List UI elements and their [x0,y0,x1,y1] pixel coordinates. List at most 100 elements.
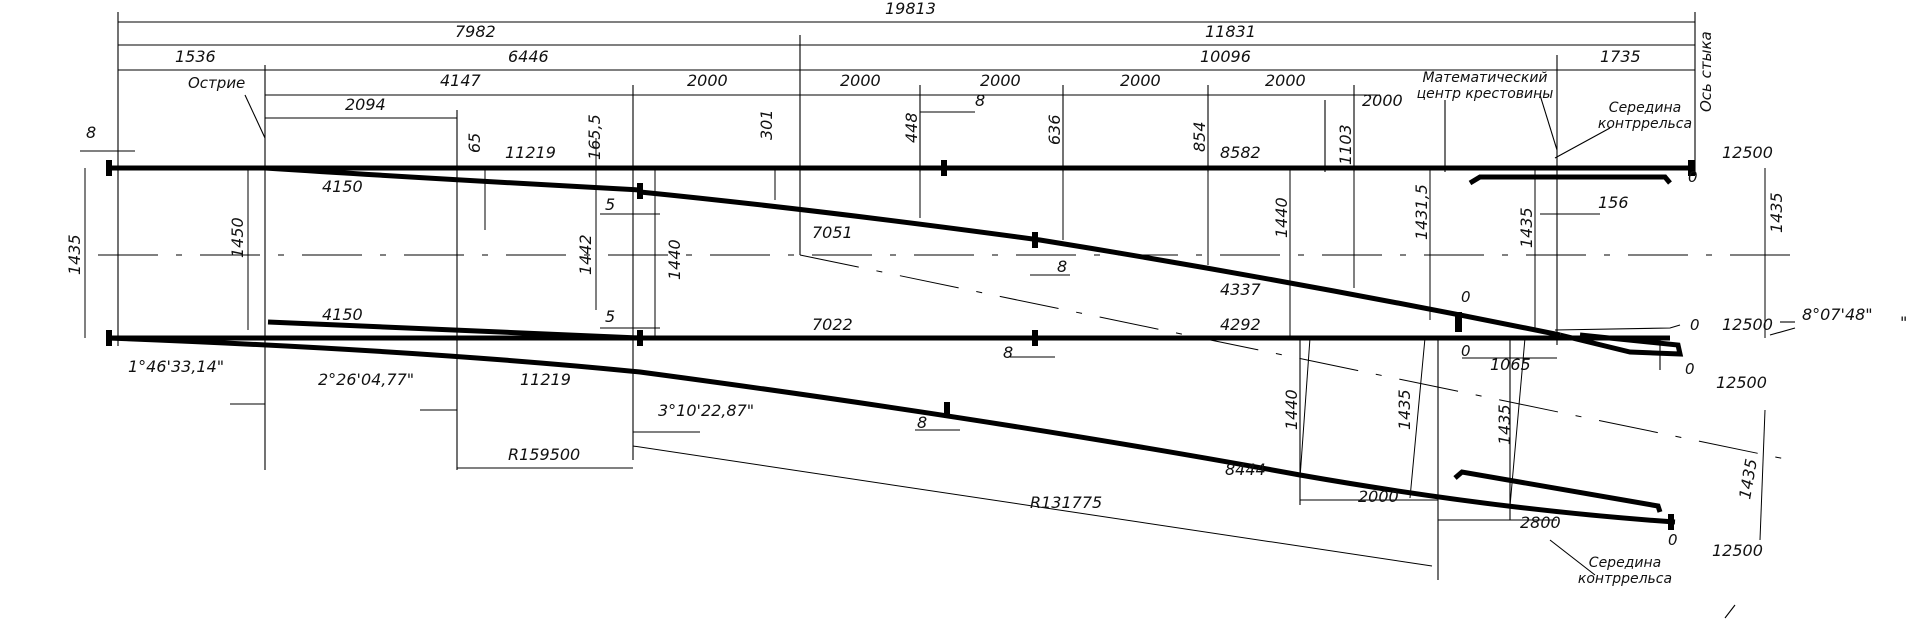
dim-1440-c: 1440 [1282,389,1301,430]
label-8-bottom: 8 [917,413,927,432]
joint-marker [941,160,947,176]
dim-mid-label: 6446 [508,47,549,66]
dim-right-part-label: 11831 [1205,22,1256,41]
rail-closure-curve-top [639,189,1561,338]
angle-2: 2°26'04,77" [318,370,414,389]
dim-1435-c: 1435 [1395,389,1414,430]
math-center-label: Математический центр крестовины [1416,70,1554,102]
dim-448: 448 [902,112,921,143]
joint-marker [1032,232,1038,248]
rails [106,160,1695,530]
label-zero: 0 [1461,288,1471,306]
dim-1450: 1450 [228,217,247,258]
label-8444: 8444 [1225,460,1266,479]
dim-2000-a-label: 2000 [687,71,728,90]
label-12500-b: 12500 [1722,315,1773,334]
guard-mid-top-box: Середина контррельса [1597,100,1693,132]
dim-1440-b: 1440 [1272,197,1291,238]
label-4150-bot: 4150 [322,305,363,324]
dim-854: 854 [1190,121,1209,152]
guard-mid-bottom-label: Середина контррельса [1577,555,1673,587]
joint-marker [106,160,112,176]
dim-1103: 1103 [1336,124,1355,165]
label-zero: 0 [1685,360,1695,378]
point-label: Острие [188,74,245,92]
label-4150-top: 4150 [322,177,363,196]
dim-2000-c-label: 2000 [980,71,1021,90]
dim-1431-5: 1431,5 [1412,184,1431,240]
guard-mid-bottom-box: Середина контррельса [1577,555,1673,587]
joint-marker [944,402,950,418]
joint-marker [1032,330,1038,346]
label-8-mid: 8 [1057,257,1067,276]
dim-165-5: 165,5 [585,114,604,160]
dim-1440-a: 1440 [665,239,684,280]
dim-65: 65 [465,133,484,153]
label-1065: 1065 [1490,355,1531,374]
dim-1435-e: 1435 [1735,457,1761,500]
dim-tail-label: 1735 [1600,47,1641,66]
label-4292: 4292 [1220,315,1261,334]
angle-4: 8°07'48" [1802,305,1873,324]
label-12500-d: 12500 [1712,541,1763,560]
label-156: 156 [1598,193,1629,212]
label-zero: 0 [1690,316,1700,334]
label-8582: 8582 [1220,143,1261,162]
math-center-label-box: Математический центр крестовины [1416,70,1554,102]
label-2800: 2800 [1520,513,1561,532]
radius-1: R159500 [508,445,580,464]
dim-1435-mid: 1435 [1517,207,1536,248]
frog-nose [1555,332,1684,357]
dim-4147-label: 4147 [440,71,482,90]
angle-3: 3°10'22,87" [658,401,754,420]
dim-2000-b-label: 2000 [840,71,881,90]
guard-rail-top [1468,174,1672,186]
dim-1435-left: 1435 [65,234,84,275]
vertical-dimension-lines [84,138,1766,541]
label-7022: 7022 [812,315,853,334]
diverging-centerline [799,254,1791,461]
dim-2000-e-label: 2000 [1265,71,1306,90]
guard-mid-top-label: Середина контррельса [1597,100,1693,132]
dim-total-label: 19813 [885,0,936,18]
label-5-b: 5 [605,307,615,326]
label-5-a: 5 [605,195,615,214]
joint-marker [1668,514,1674,530]
leader-lines [244,94,1796,619]
dim-1435-d: 1435 [1495,404,1514,445]
dim-1435-right: 1435 [1767,192,1786,233]
label-zero: 0 [1461,342,1471,360]
rail-switch-curve-top [264,165,641,193]
rail-diverging-bottom [107,335,1676,525]
joint-marker [637,330,643,346]
joint-marker [106,330,112,346]
joint-marker [637,183,643,199]
label-12500-c: 12500 [1716,373,1767,392]
dim-left-part-label: 7982 [455,22,496,41]
angle-1: 1°46'33,14" [128,357,224,376]
rail-point-bottom [267,319,641,341]
dimension-lines [80,21,1695,567]
dim-301: 301 [757,109,776,140]
dim-2000-f-label: 2000 [1362,91,1403,110]
dim-636: 636 [1045,114,1064,145]
radius-2: R131775 [1030,493,1102,512]
joint-marker [1688,160,1695,176]
label-11219-bot: 11219 [520,370,571,389]
label-8-left: 8 [1003,343,1013,362]
dim-2000-d-label: 2000 [1120,71,1161,90]
guard-rail-bottom [1453,469,1663,513]
stray-quote-mark: " [1900,313,1907,332]
label-2000-bottom: 2000 [1358,487,1399,506]
dim-8-left-label: 8 [86,123,96,142]
dim-rear-label: 10096 [1200,47,1251,66]
label-11219-top: 11219 [505,143,556,162]
joint-marker [1455,312,1462,332]
label-12500-a: 12500 [1722,143,1773,162]
dim-2094-label: 2094 [345,95,386,114]
extension-lines [117,12,1696,580]
label-4337: 4337 [1220,280,1262,299]
dim-8-top-label: 8 [975,91,985,110]
label-zero: 0 [1668,531,1678,549]
